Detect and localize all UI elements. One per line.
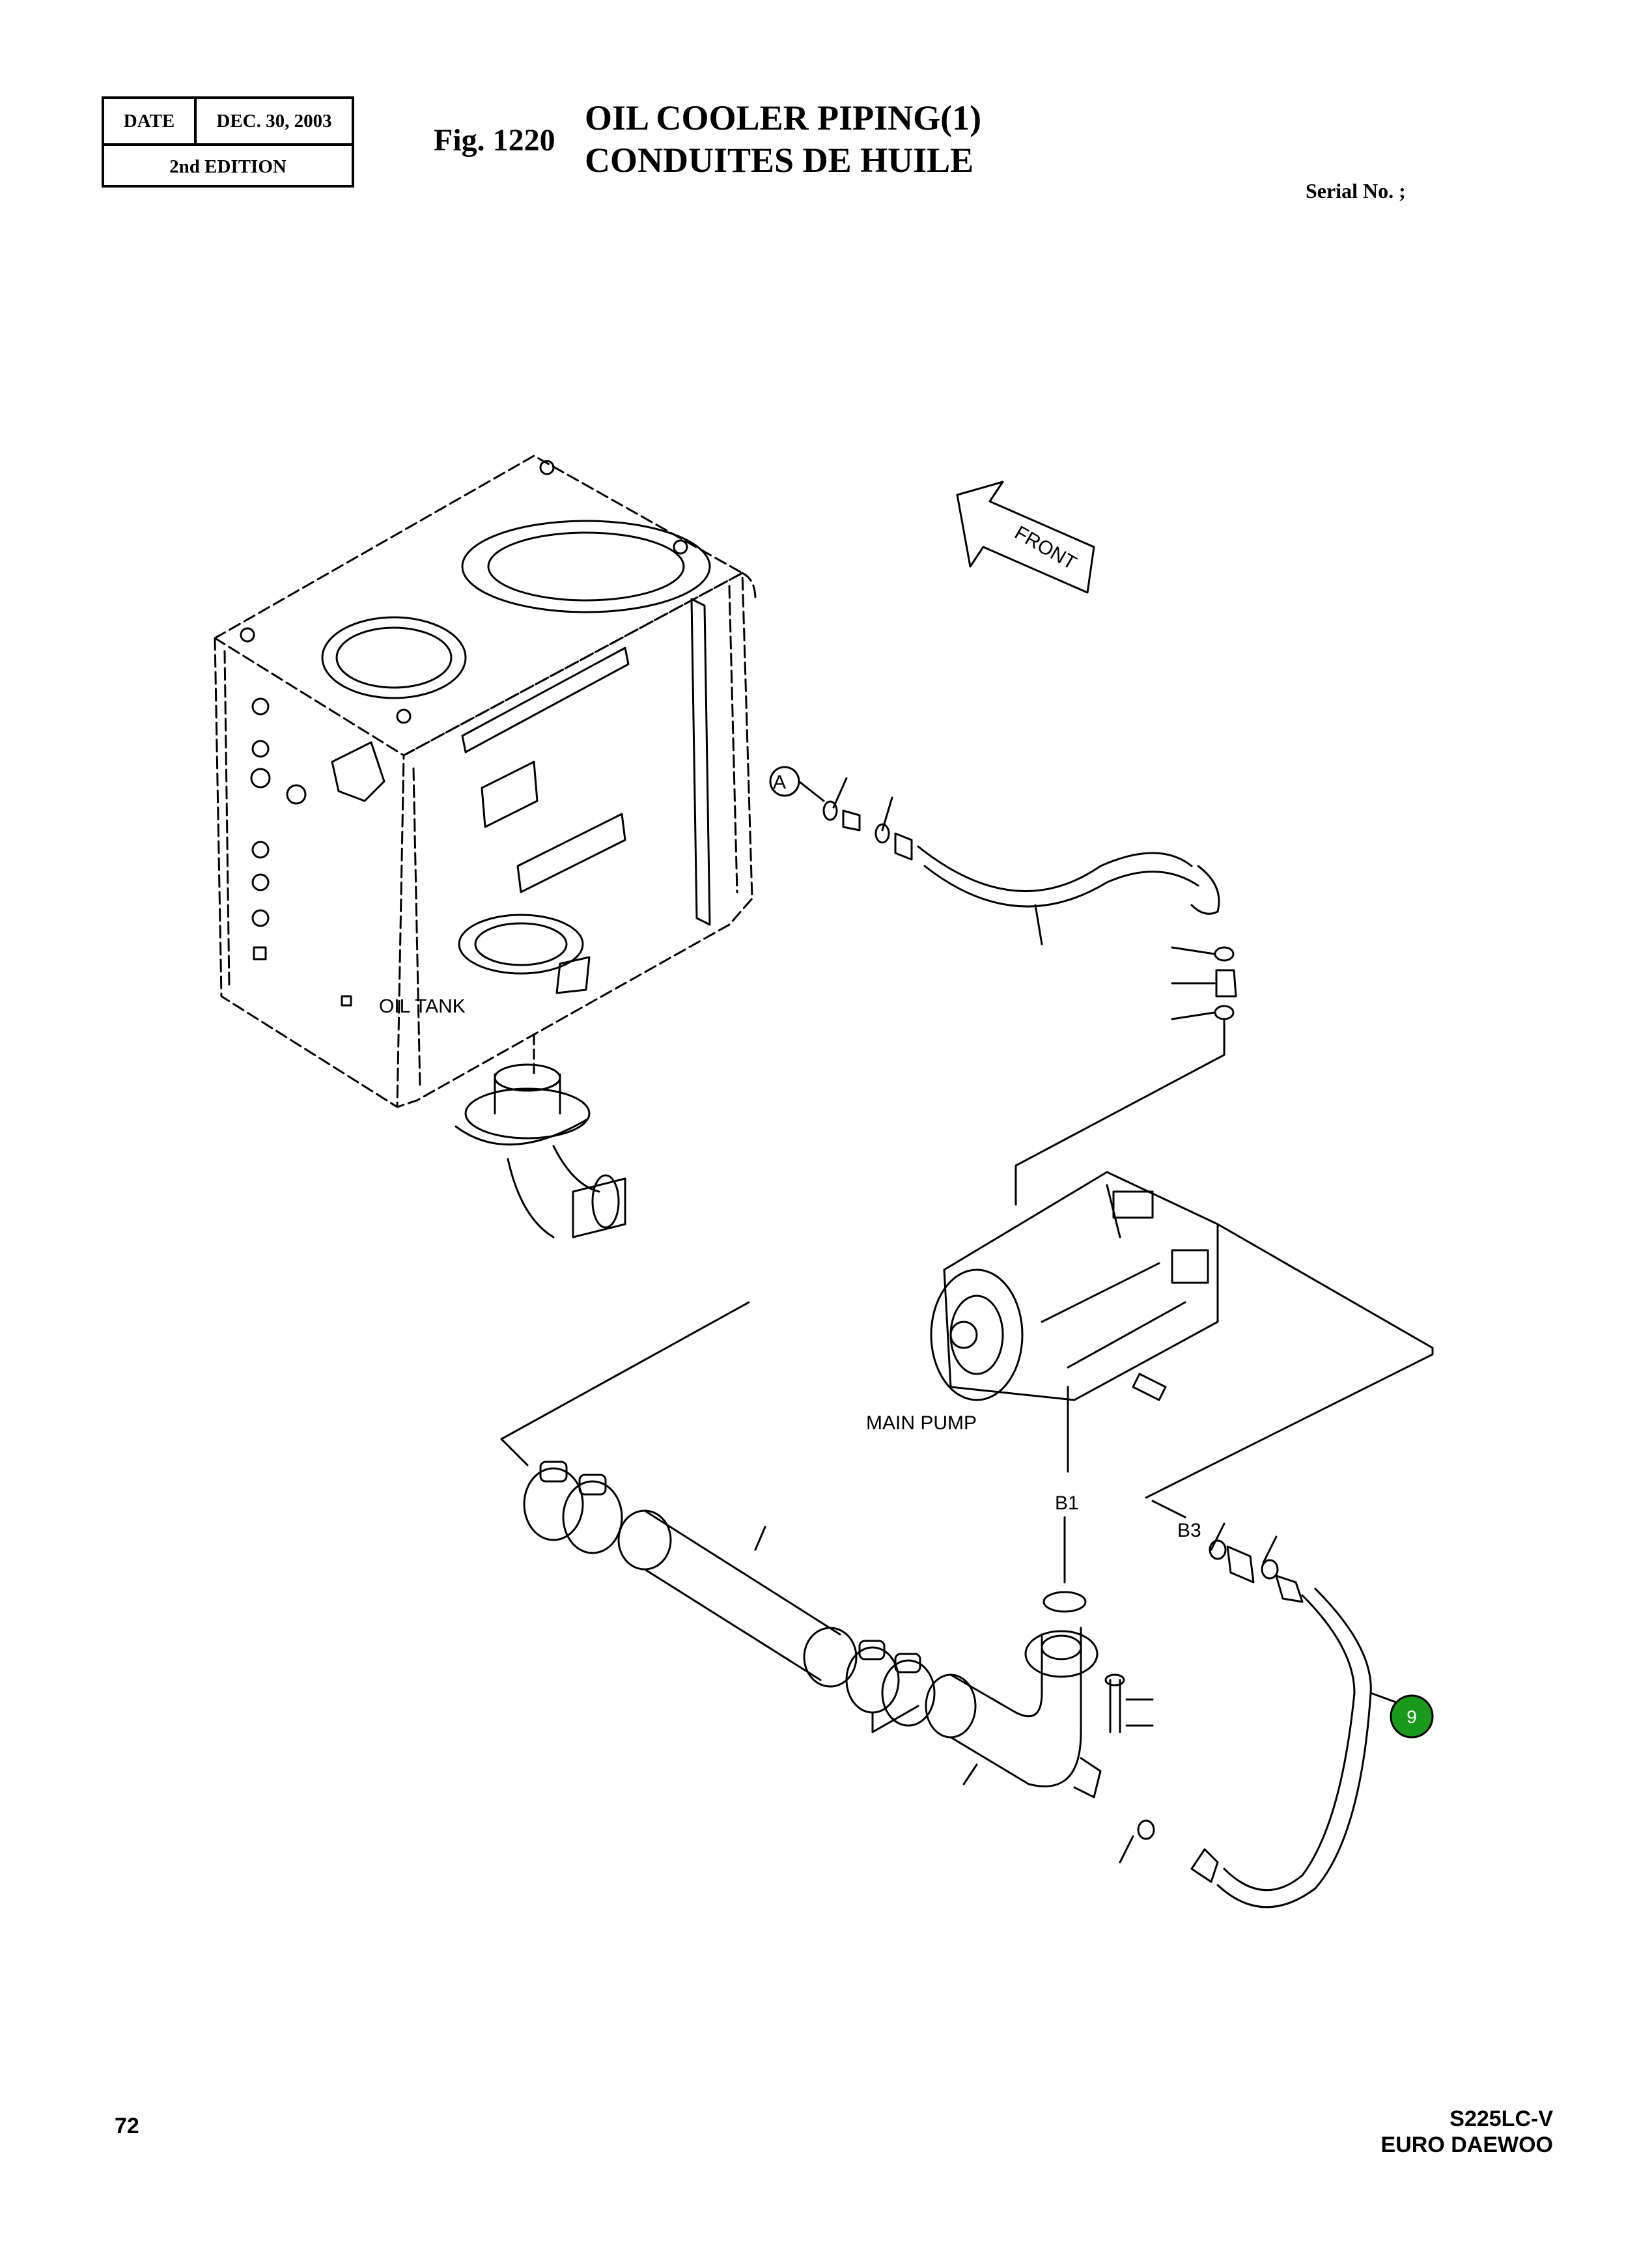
main-pump-label: MAIN PUMP — [866, 1412, 977, 1434]
pipe-a-assembly — [769, 766, 1237, 1206]
b1-port-drawing — [1043, 1516, 1087, 1613]
callout-a-label: A — [773, 772, 786, 793]
hose-and-clamps-drawing — [500, 1301, 936, 1733]
port-b1-label: B1 — [1055, 1492, 1079, 1514]
title-french: CONDUITES DE HUILE — [585, 141, 974, 180]
figure-number: Fig. 1220 — [434, 123, 555, 158]
serial-number: Serial No. ; — [1306, 179, 1406, 203]
oil-tank-label: OIL TANK — [379, 996, 466, 1017]
footer-model-block: S225LC-V EURO DAEWOO — [1381, 2106, 1553, 2158]
edition-label: 2nd EDITION — [169, 156, 287, 177]
elbow-pipe-drawing — [925, 1627, 1154, 1798]
date-label: DATE — [104, 99, 197, 143]
front-arrow-drawing — [956, 481, 1095, 594]
main-pump-drawing — [930, 1171, 1434, 1499]
b3-tube-drawing — [1119, 1500, 1408, 1909]
part-9-number: 9 — [1407, 1707, 1417, 1727]
brand-name: EURO DAEWOO — [1380, 2133, 1553, 2157]
header-info-box: DATE DEC. 30, 2003 2nd EDITION — [102, 96, 354, 188]
oil-tank-details — [240, 460, 711, 1007]
title-english: OIL COOLER PIPING(1) — [585, 98, 982, 137]
oil-tank-drawing — [214, 455, 757, 1108]
date-row: DATE DEC. 30, 2003 — [104, 99, 352, 146]
port-b3-label: B3 — [1177, 1520, 1201, 1541]
suction-pipe-drawing — [455, 1034, 626, 1238]
date-value: DEC. 30, 2003 — [216, 110, 332, 132]
front-label: FRONT — [1011, 522, 1080, 574]
page-number: 72 — [115, 2114, 139, 2138]
model-name: S225LC-V — [1449, 2106, 1553, 2131]
part-9-callout[interactable]: 9 — [1390, 1694, 1434, 1739]
